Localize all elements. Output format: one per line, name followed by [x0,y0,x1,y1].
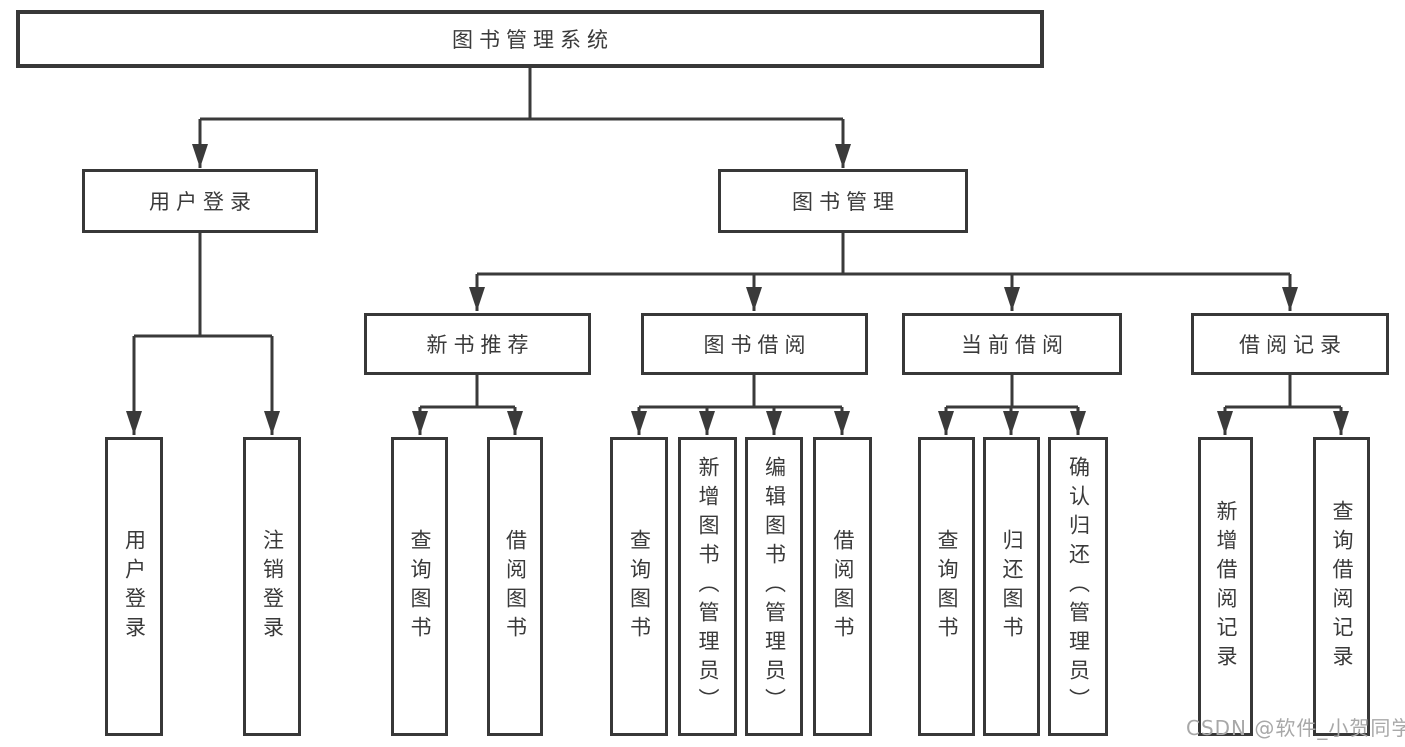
node-new-book-recommend: 新书推荐 [364,313,591,375]
node-label: 图书管理 [792,190,900,214]
node-label: 当前借阅 [961,333,1069,357]
connector-borrow-records [1217,374,1349,435]
node-label: 借阅记录 [1239,333,1347,357]
connector-book-borrow [631,374,850,435]
connector-book-management [469,231,1298,311]
node-label: 查询图书 [627,528,652,645]
node-bb-add-book-admin: 新增图书（管理员） [678,437,737,736]
node-label: 借阅图书 [831,528,856,645]
node-br-add-record: 新增借阅记录 [1198,437,1253,736]
node-label: 图书借阅 [703,333,812,357]
node-bb-query-book: 查询图书 [610,437,668,736]
node-book-borrow: 图书借阅 [641,313,868,375]
node-br-query-record: 查询借阅记录 [1313,437,1370,736]
node-label: 用户登录 [122,528,147,645]
node-bb-edit-book-admin: 编辑图书（管理员） [745,437,803,736]
node-label: 新增借阅记录 [1214,499,1239,674]
node-root: 图书管理系统 [16,10,1044,68]
connector-user-login [126,231,280,435]
node-logout-action: 注销登录 [243,437,301,736]
node-user-login: 用户登录 [82,169,318,233]
node-borrow-records: 借阅记录 [1191,313,1389,375]
node-book-management: 图书管理 [718,169,968,233]
node-nbr-query-book: 查询图书 [391,437,448,736]
connector-root [192,65,851,168]
node-nbr-borrow-book: 借阅图书 [487,437,543,736]
connector-current-borrow [938,374,1086,435]
node-label: 编辑图书（管理员） [762,456,787,717]
node-label: 确认归还（管理员） [1066,456,1091,717]
node-label: 图书管理系统 [452,28,614,52]
node-current-borrow: 当前借阅 [902,313,1122,375]
connector-new-book-recommend [412,374,523,435]
node-cb-return-book: 归还图书 [983,437,1040,736]
node-label: 归还图书 [1000,528,1025,645]
node-label: 新增图书（管理员） [696,456,721,717]
node-bb-borrow-book: 借阅图书 [813,437,872,736]
node-label: 查询图书 [408,528,433,645]
node-label: 查询借阅记录 [1330,499,1355,674]
node-label: 注销登录 [260,528,285,645]
node-label: 新书推荐 [426,333,535,357]
node-label: 用户登录 [149,190,257,214]
node-cb-confirm-return-admin: 确认归还（管理员） [1048,437,1108,736]
watermark: CSDN @软件_小贺同学 [1186,716,1405,740]
node-label: 查询图书 [935,528,960,645]
node-cb-query-book: 查询图书 [918,437,975,736]
node-user-login-action: 用户登录 [105,437,163,736]
node-label: 借阅图书 [503,528,528,645]
